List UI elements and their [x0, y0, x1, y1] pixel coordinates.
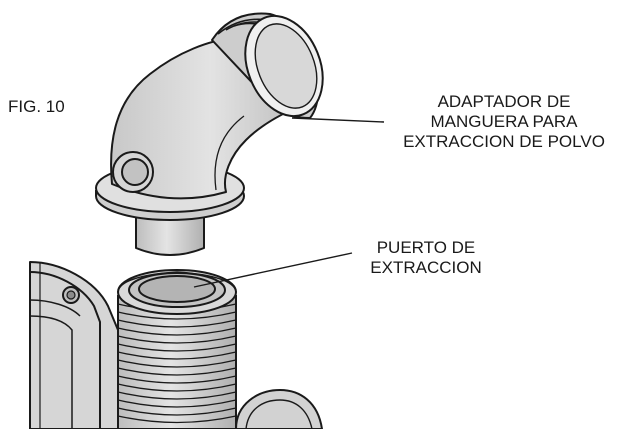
adapter-label-line-2: MANGUERA PARA — [430, 112, 578, 131]
port-label-line-2: EXTRACCION — [370, 258, 482, 277]
figure-number-label: FIG. 10 — [8, 97, 65, 116]
port-leader-line — [193, 252, 353, 288]
corrugation-ridges — [117, 303, 237, 424]
adapter-label-line-1: ADAPTADOR DE — [437, 92, 571, 111]
leader-lines — [193, 117, 385, 288]
port-callout-label: PUERTO DE EXTRACCION — [340, 238, 512, 278]
port-label-line-1: PUERTO DE — [376, 238, 476, 257]
tool-body — [29, 261, 119, 430]
adapter-leader-line — [291, 117, 385, 123]
motor-cap — [234, 388, 324, 430]
adapter-label-line-3: EXTRACCION DE POLVO — [403, 132, 605, 151]
dust-extraction-port — [117, 269, 237, 430]
dust-hose-adapter — [95, 12, 324, 256]
adapter-callout-label: ADAPTADOR DE MANGUERA PARA EXTRACCION DE… — [372, 92, 636, 152]
